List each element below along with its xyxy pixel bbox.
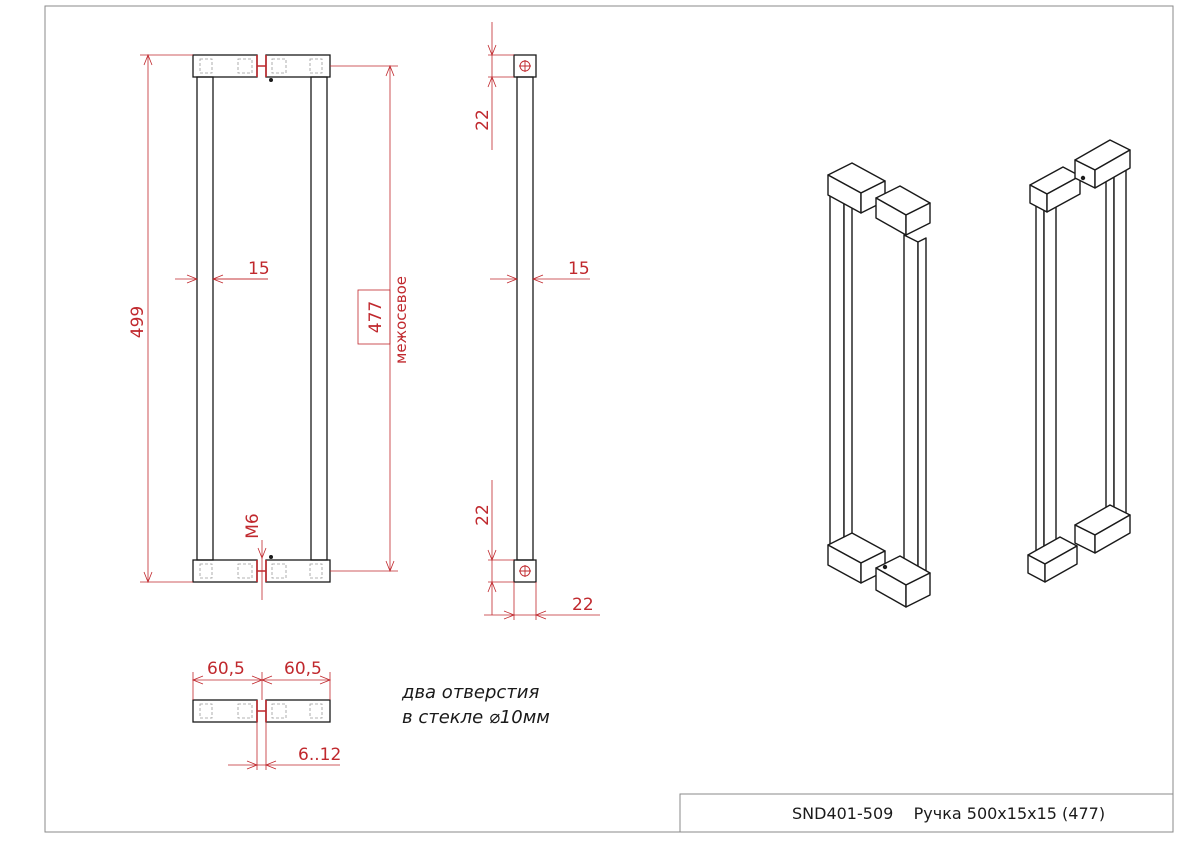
dim-mount-len-right: 60,5 [284, 659, 322, 679]
side-dimension-lines [484, 22, 600, 620]
front-top-set-screw [269, 78, 273, 82]
side-tube [516, 76, 534, 561]
dim-mount-len-left: 60,5 [207, 659, 245, 679]
detail-mount-right [265, 699, 331, 723]
front-bottom-set-screw [269, 555, 273, 559]
detail-dimension-lines [191, 672, 340, 770]
sheet-frame [44, 5, 1174, 833]
isometric-view-back [1027, 139, 1131, 583]
front-tube-right [310, 76, 328, 561]
dim-mount-top: 22 [473, 109, 493, 131]
title-block [679, 793, 1174, 833]
front-bottom-mount-left [192, 559, 258, 583]
dim-mount-bottom: 22 [473, 504, 493, 526]
side-view [513, 54, 537, 583]
detail-mount-left [192, 699, 258, 723]
front-screws [256, 55, 267, 582]
detail-screw [256, 700, 267, 722]
detail-hidden [199, 703, 323, 719]
front-mount-hidden-details [199, 58, 323, 579]
drawing-title: SND401-509 Ручка 500х15х15 (477) [792, 804, 1105, 823]
dim-tube-width-front: 15 [248, 259, 270, 279]
side-mount-holes [519, 60, 531, 577]
dim-thread: М6 [243, 513, 263, 538]
front-dimension-lines [140, 53, 398, 600]
front-top-mount-left [192, 54, 258, 78]
dim-mount-depth: 22 [572, 595, 594, 615]
iso1-screw [882, 564, 888, 570]
dim-center-distance-label: межосевое [392, 276, 410, 364]
note-line-2: в стекле ⌀10мм [402, 707, 550, 728]
front-tube-left [196, 76, 214, 561]
dim-glass-thickness: 6..12 [298, 745, 341, 765]
front-view [192, 54, 331, 583]
dim-overall-length: 499 [128, 306, 148, 338]
front-bottom-mount-right [265, 559, 331, 583]
isometric-view-front [827, 162, 931, 608]
note-line-1: два отверстия [401, 682, 539, 703]
dim-tube-width-side: 15 [568, 259, 590, 279]
dim-center-distance: 477 [366, 301, 386, 333]
front-top-mount-right [265, 54, 331, 78]
iso2-screw [1080, 175, 1086, 181]
